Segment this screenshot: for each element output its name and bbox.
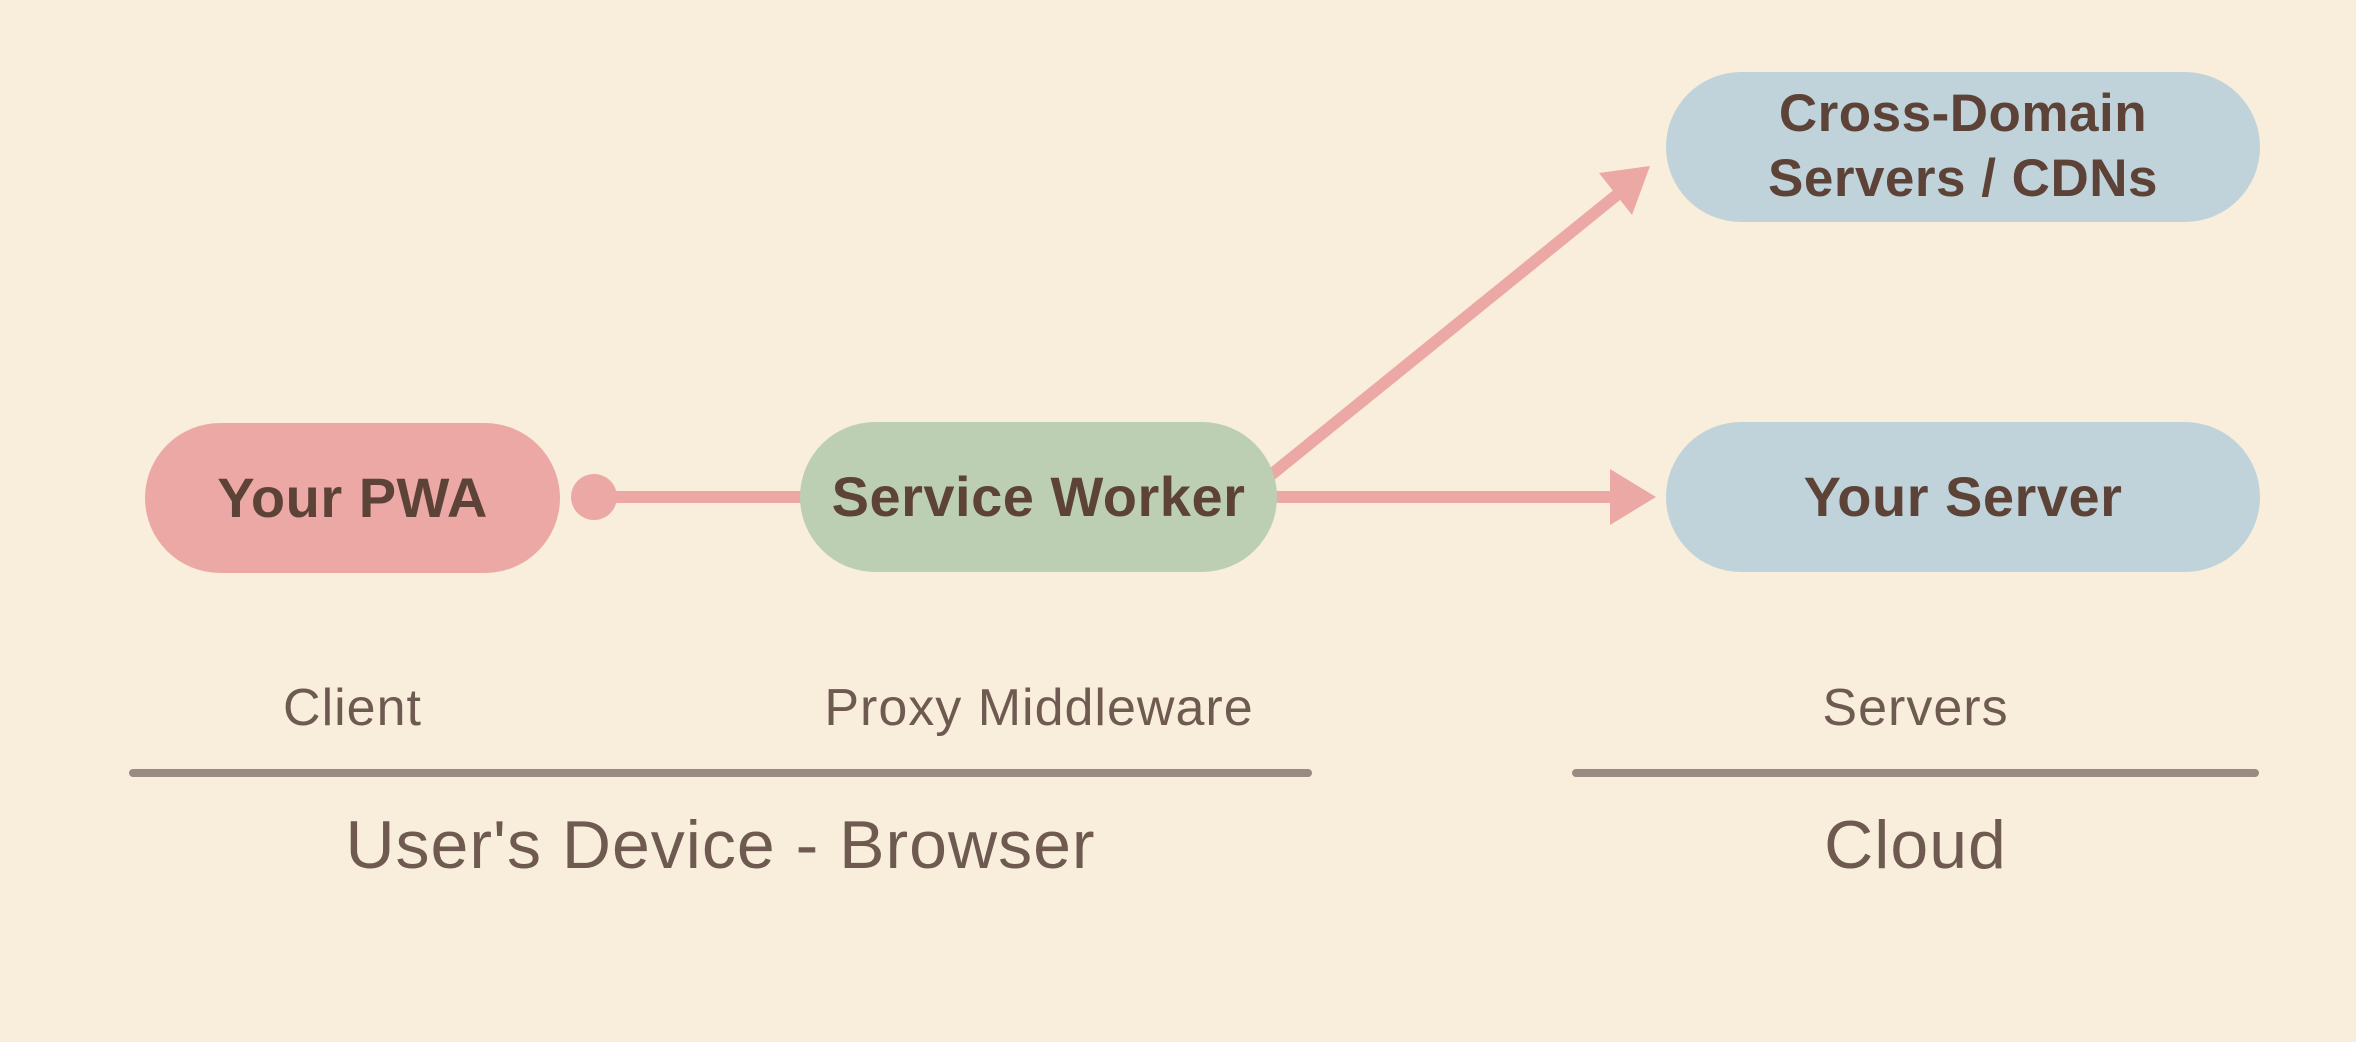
- group-label-proxy-middleware: Proxy Middleware: [824, 679, 1254, 737]
- node-cross-domain-label-line1: Cross-Domain: [1778, 84, 2148, 144]
- node-your-pwa: Your PWA: [145, 423, 560, 573]
- node-your-pwa-label: Your PWA: [217, 466, 488, 530]
- pwa-output-dot: [571, 474, 617, 520]
- node-cross-domain-label-line2: Servers / CDNs: [1768, 149, 2158, 208]
- divider-cloud: [1572, 769, 2259, 777]
- group-label-client: Client: [283, 679, 422, 737]
- divider-users-device: [129, 769, 1312, 777]
- node-your-server-label: Your Server: [1803, 465, 2123, 529]
- node-your-server: Your Server: [1666, 422, 2260, 572]
- section-label-users-device-browser: User's Device - Browser: [345, 807, 1096, 883]
- edge-sw-to-cross-domain: [1236, 189, 1622, 505]
- section-label-cloud: Cloud: [1824, 807, 2007, 883]
- arrowhead-cross-domain: [1599, 166, 1650, 215]
- group-label-servers: Servers: [1822, 679, 2009, 737]
- node-cross-domain-servers: Cross-Domain Servers / CDNs: [1666, 72, 2260, 222]
- node-service-worker-label: Service Worker: [831, 465, 1246, 529]
- arrowhead-your-server: [1610, 469, 1656, 525]
- node-service-worker: Service Worker: [800, 422, 1277, 572]
